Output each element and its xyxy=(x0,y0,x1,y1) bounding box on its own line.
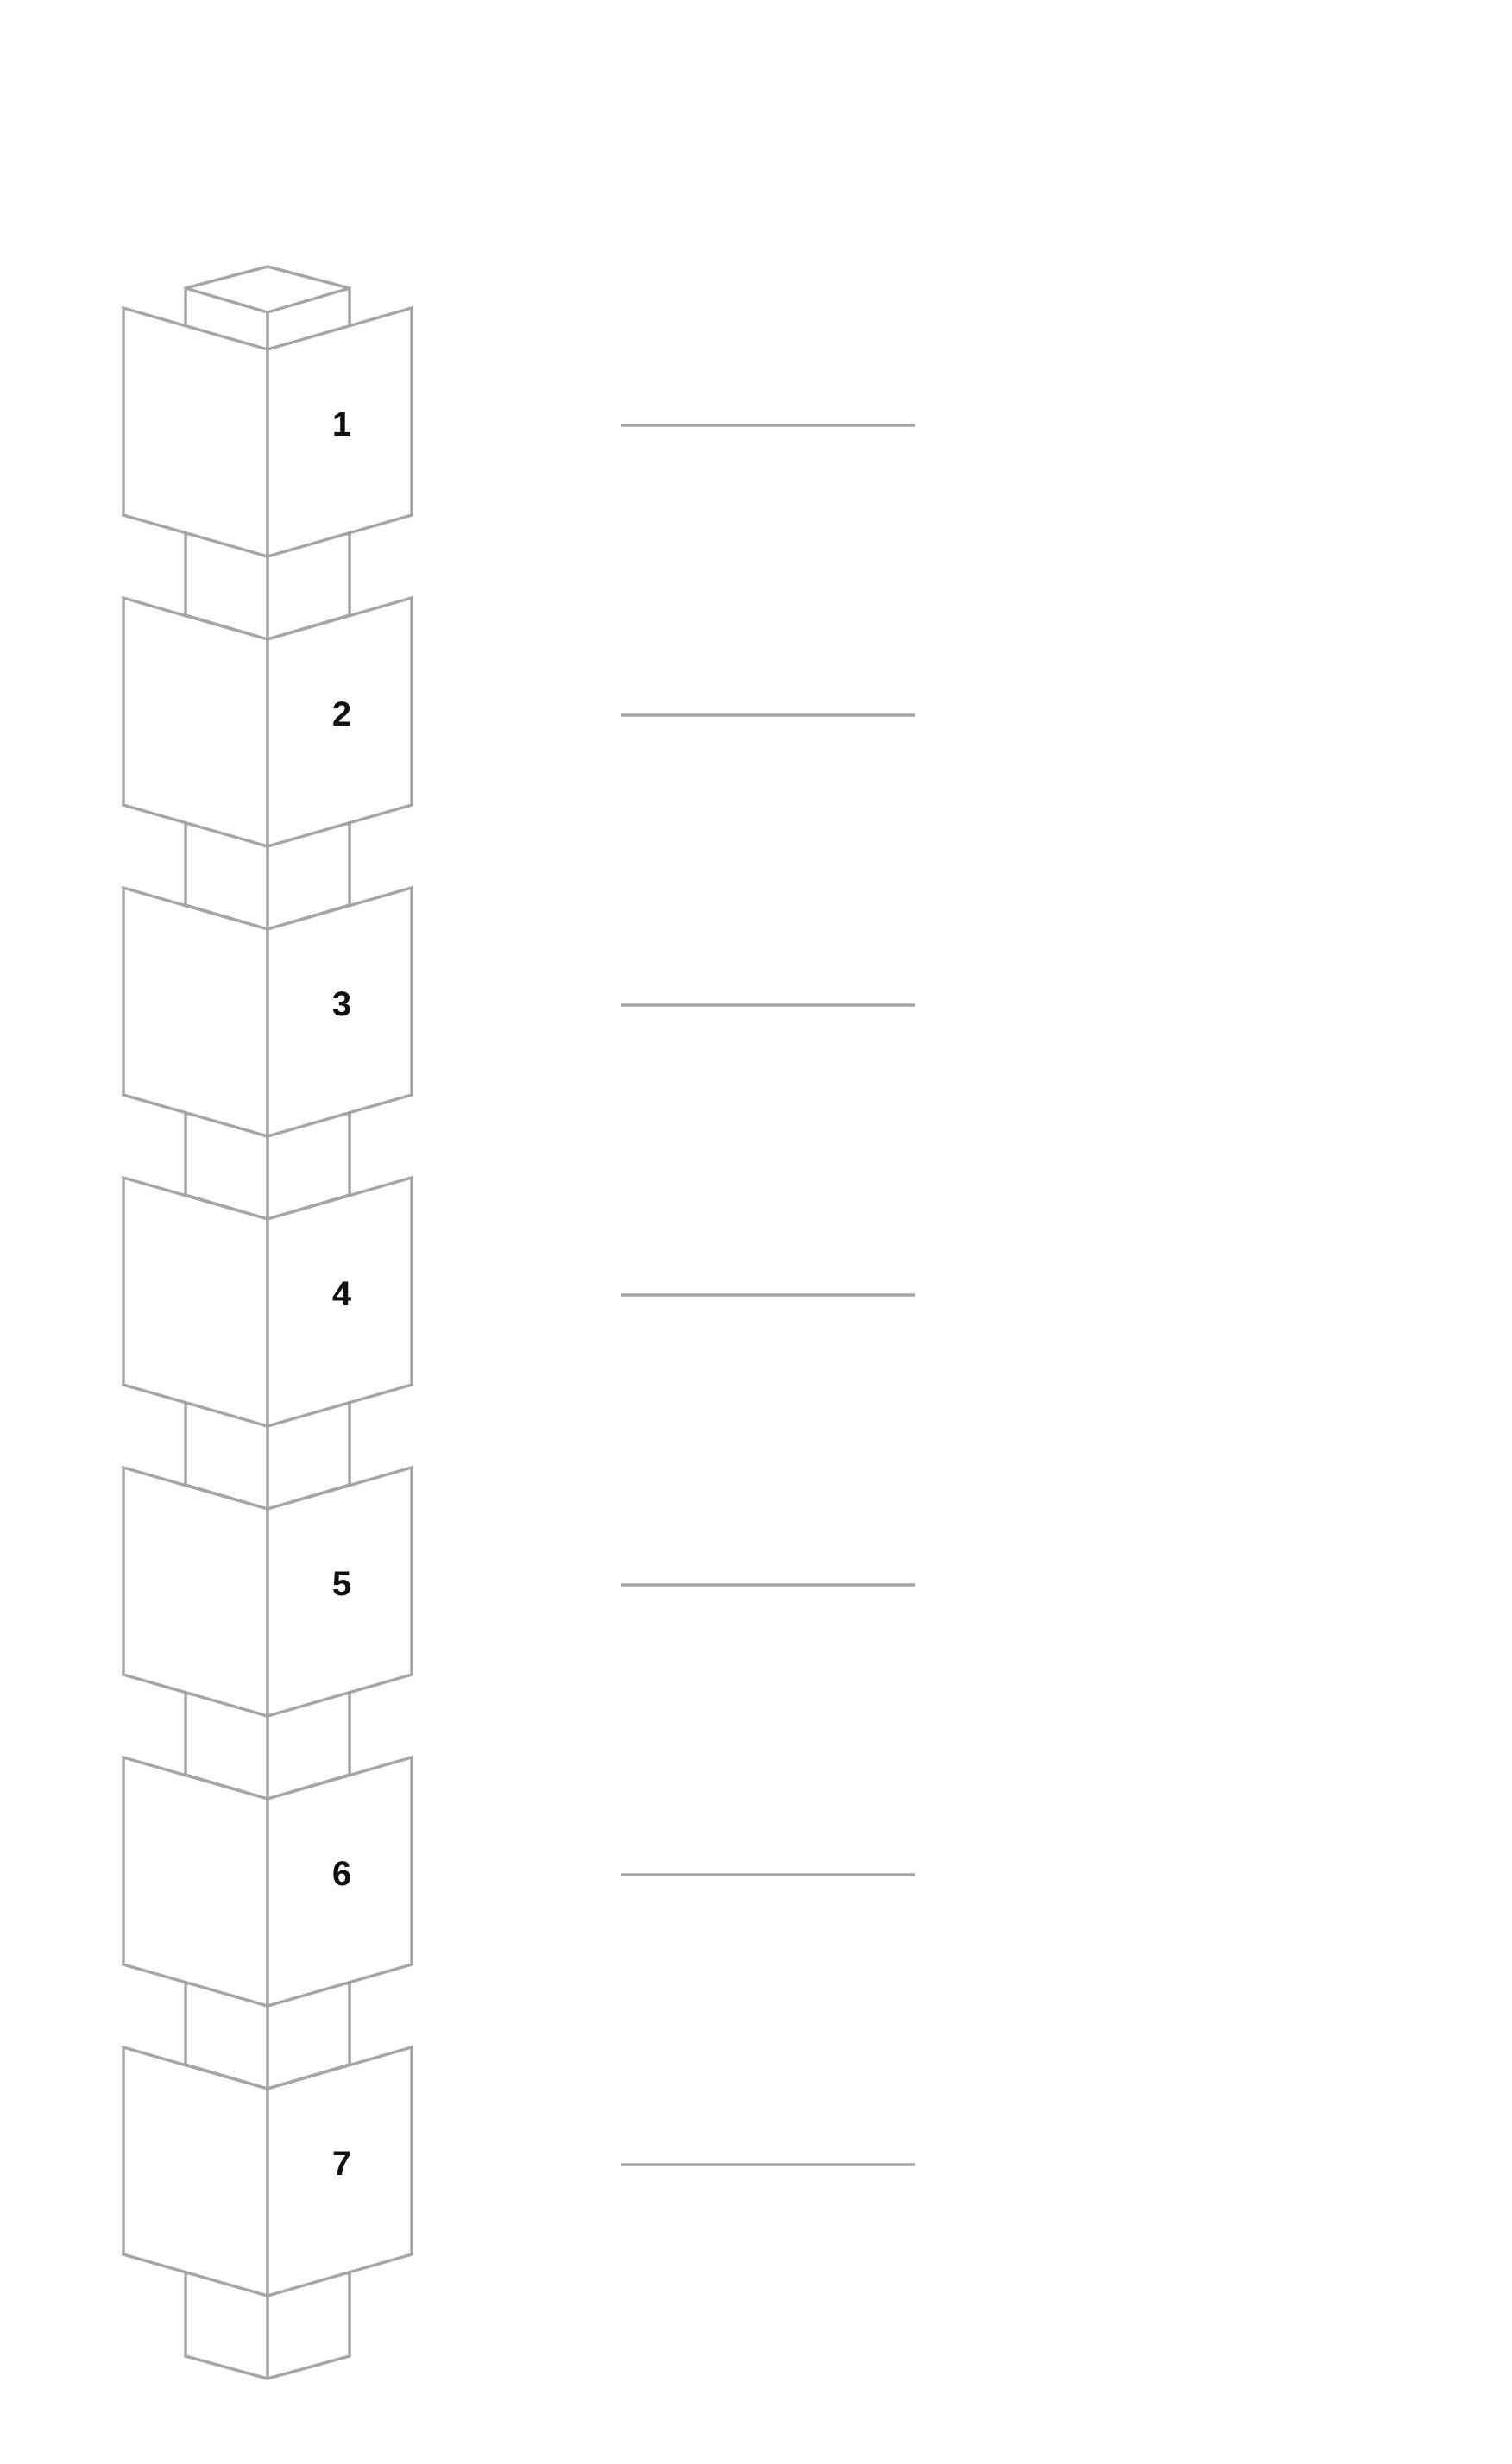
module-right-face xyxy=(266,305,413,559)
module-number: 7 xyxy=(332,2145,351,2183)
module-number: 1 xyxy=(332,405,351,443)
module-right-face xyxy=(266,2045,413,2298)
module-left-face xyxy=(122,1465,269,1719)
module-6: 6 xyxy=(122,1755,413,2008)
module-left-face xyxy=(122,305,269,559)
module-left-face xyxy=(122,1755,269,2008)
module-4: 4 xyxy=(122,1175,413,1429)
module-left-face xyxy=(122,1175,269,1429)
module-5: 5 xyxy=(122,1465,413,1719)
module-right-face xyxy=(266,595,413,849)
module-right-face xyxy=(266,885,413,1139)
module-right-face xyxy=(266,1175,413,1429)
module-number: 5 xyxy=(332,1565,351,1603)
top-cap-edge-left xyxy=(185,286,268,314)
module-2: 2 xyxy=(122,595,413,849)
module-1: 1 xyxy=(122,305,413,559)
module-7: 7 xyxy=(122,2045,413,2298)
module-number: 2 xyxy=(332,695,351,733)
module-3: 3 xyxy=(122,885,413,1139)
module-column: 1 2 3 4 5 6 7 xyxy=(122,265,413,2380)
module-right-face xyxy=(266,1755,413,2008)
module-left-face xyxy=(122,885,269,1139)
module-right-face xyxy=(266,1465,413,1719)
module-left-face xyxy=(122,2045,269,2298)
answer-lines xyxy=(621,424,915,2166)
top-cap-edge-right xyxy=(267,286,350,314)
module-number: 3 xyxy=(332,985,351,1023)
module-left-face xyxy=(122,595,269,849)
module-number: 6 xyxy=(332,1855,351,1893)
module-number: 4 xyxy=(332,1275,352,1313)
